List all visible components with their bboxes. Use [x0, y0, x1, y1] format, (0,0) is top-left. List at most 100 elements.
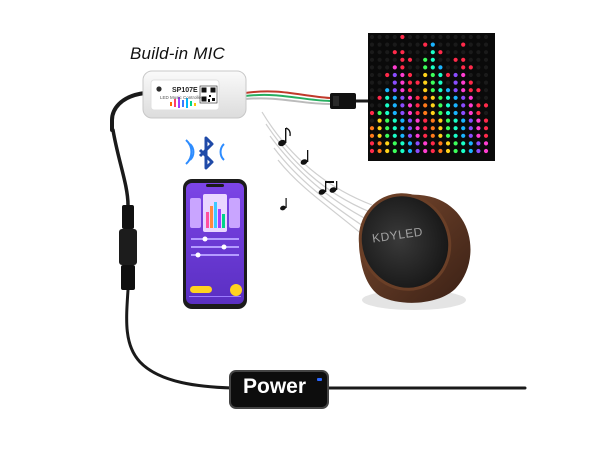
led-dot: [461, 148, 466, 154]
led-dot: [369, 103, 375, 108]
led-dot: [461, 110, 466, 116]
led-dot: [430, 141, 435, 146]
led-dot: [476, 50, 481, 55]
led-dot: [468, 95, 473, 100]
led-dot: [369, 42, 375, 47]
led-dot: [453, 65, 458, 70]
led-dot: [468, 65, 473, 70]
led-dot: [430, 34, 435, 40]
led-dot: [385, 126, 390, 131]
led-dot: [476, 103, 481, 108]
cables: [110, 90, 527, 390]
led-dot: [445, 80, 451, 85]
led-dot: [392, 141, 397, 146]
led-dot: [415, 141, 420, 146]
led-dot: [400, 42, 405, 47]
power-box: [229, 370, 329, 409]
led-dot: [407, 95, 413, 100]
led-dot: [430, 42, 435, 47]
led-dot: [377, 72, 382, 78]
led-dot: [407, 126, 413, 131]
led-dot: [468, 72, 473, 78]
led-dot: [430, 133, 435, 138]
led-dot: [369, 72, 375, 78]
cable-to-matrix-red: [244, 90, 331, 99]
led-dot: [407, 148, 413, 154]
led-dot: [430, 148, 435, 154]
led-dot: [407, 110, 413, 116]
led-dot: [438, 88, 443, 93]
led-dot: [369, 34, 375, 40]
led-dot: [377, 65, 382, 70]
led-dot: [392, 88, 397, 93]
led-dot: [415, 126, 420, 131]
led-dot: [423, 141, 428, 146]
led-dot: [453, 148, 458, 154]
led-dot: [468, 141, 473, 146]
led-dot: [423, 110, 428, 116]
led-dot: [461, 95, 466, 100]
led-dot: [377, 141, 382, 146]
led-dot: [423, 126, 428, 131]
led-dot: [483, 72, 489, 78]
led-dot: [400, 118, 405, 123]
led-dot: [377, 50, 382, 55]
led-dot: [392, 148, 397, 154]
led-dot: [377, 42, 382, 47]
led-dot: [369, 141, 375, 146]
phone-buttons: [189, 284, 242, 297]
led-dot: [453, 110, 458, 116]
led-dot: [430, 110, 435, 116]
led-dot: [445, 50, 451, 55]
led-dot: [476, 133, 481, 138]
led-dot: [392, 133, 397, 138]
led-dot: [438, 65, 443, 70]
led-dot: [430, 103, 435, 108]
led-dot: [461, 141, 466, 146]
led-dot: [400, 50, 405, 55]
led-dot: [400, 126, 405, 131]
led-dot: [476, 118, 481, 123]
led-dot: [453, 57, 458, 62]
led-dot: [468, 118, 473, 123]
led-dot: [392, 57, 397, 62]
led-dot: [476, 88, 481, 93]
led-dot: [445, 88, 451, 93]
led-dot: [377, 118, 382, 123]
led-dot: [438, 42, 443, 47]
led-dot: [377, 126, 382, 131]
led-dot: [423, 80, 428, 85]
phone-sliders: [191, 236, 239, 258]
led-dot: [483, 141, 489, 146]
led-dot: [453, 126, 458, 131]
led-matrix: [368, 33, 495, 161]
led-dot: [438, 118, 443, 123]
led-dot: [468, 103, 473, 108]
led-dot: [476, 95, 481, 100]
led-dot: [483, 80, 489, 85]
qr-code-icon: [199, 85, 218, 104]
led-dot: [445, 126, 451, 131]
sound-waves: [261, 111, 373, 237]
led-dot: [385, 118, 390, 123]
led-dot: [461, 118, 466, 123]
led-dot: [476, 42, 481, 47]
led-dot: [369, 80, 375, 85]
led-dot: [407, 34, 413, 40]
led-dot: [483, 42, 489, 47]
led-dot: [468, 80, 473, 85]
led-dot: [369, 50, 375, 55]
led-dot: [385, 50, 390, 55]
cable-to-matrix-white: [244, 97, 331, 105]
led-dot: [415, 133, 420, 138]
led-dot: [468, 57, 473, 62]
led-dot: [392, 42, 397, 47]
cable-to-matrix-green: [244, 93, 331, 102]
led-dot: [483, 133, 489, 138]
led-dot: [430, 118, 435, 123]
cable-down: [125, 288, 234, 390]
led-dot: [468, 126, 473, 131]
led-dot: [430, 88, 435, 93]
led-dot: [400, 133, 405, 138]
led-dot: [461, 72, 466, 78]
